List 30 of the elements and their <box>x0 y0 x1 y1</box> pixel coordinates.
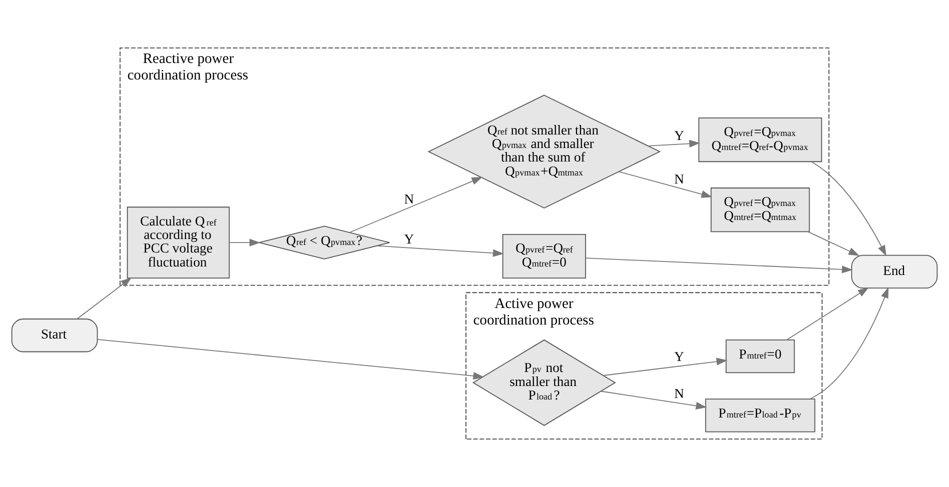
arrow <box>97 339 484 380</box>
arrow <box>810 287 889 400</box>
arrow <box>585 258 853 274</box>
edge-label: N <box>674 386 684 402</box>
edge-label: Y <box>674 348 684 364</box>
edge-label: N <box>674 171 684 186</box>
edge-label: Y <box>674 128 684 143</box>
arrow <box>600 390 707 410</box>
arrow <box>811 161 886 256</box>
edge-label: N <box>404 191 414 206</box>
node-box: End <box>851 254 938 289</box>
edge-label: Y <box>404 232 414 246</box>
arrow <box>808 231 860 256</box>
arrow <box>76 277 132 320</box>
arrow <box>228 238 260 246</box>
node-diamond: Qref < Qpvmax? <box>258 226 390 260</box>
node-box: Pmtref=Pload-Ppv <box>705 398 816 432</box>
node-box: Start <box>11 318 98 352</box>
node-box: Qpvref=Qpvmax Qmtref=Qmtmax <box>710 188 810 232</box>
node-box: Calculate Qref according to PCC voltage fluctuation <box>126 206 230 279</box>
arrow <box>349 176 483 233</box>
node-box: Qpvref=Qref Qmtref=0 <box>502 234 586 279</box>
arrow <box>618 171 712 198</box>
arrow <box>786 287 869 340</box>
node-box: Qpvref=Qpvmax Qmtref=Qref-Qpvmax <box>698 118 822 162</box>
node-diamond: Qref not smaller than Qpvmax and smaller than the sum of Qpvmax+Qmtmax <box>428 94 661 209</box>
arrow <box>602 358 728 376</box>
arrow <box>648 140 700 148</box>
arrow <box>376 245 504 257</box>
node-box: Pmtref=0 <box>726 339 795 374</box>
